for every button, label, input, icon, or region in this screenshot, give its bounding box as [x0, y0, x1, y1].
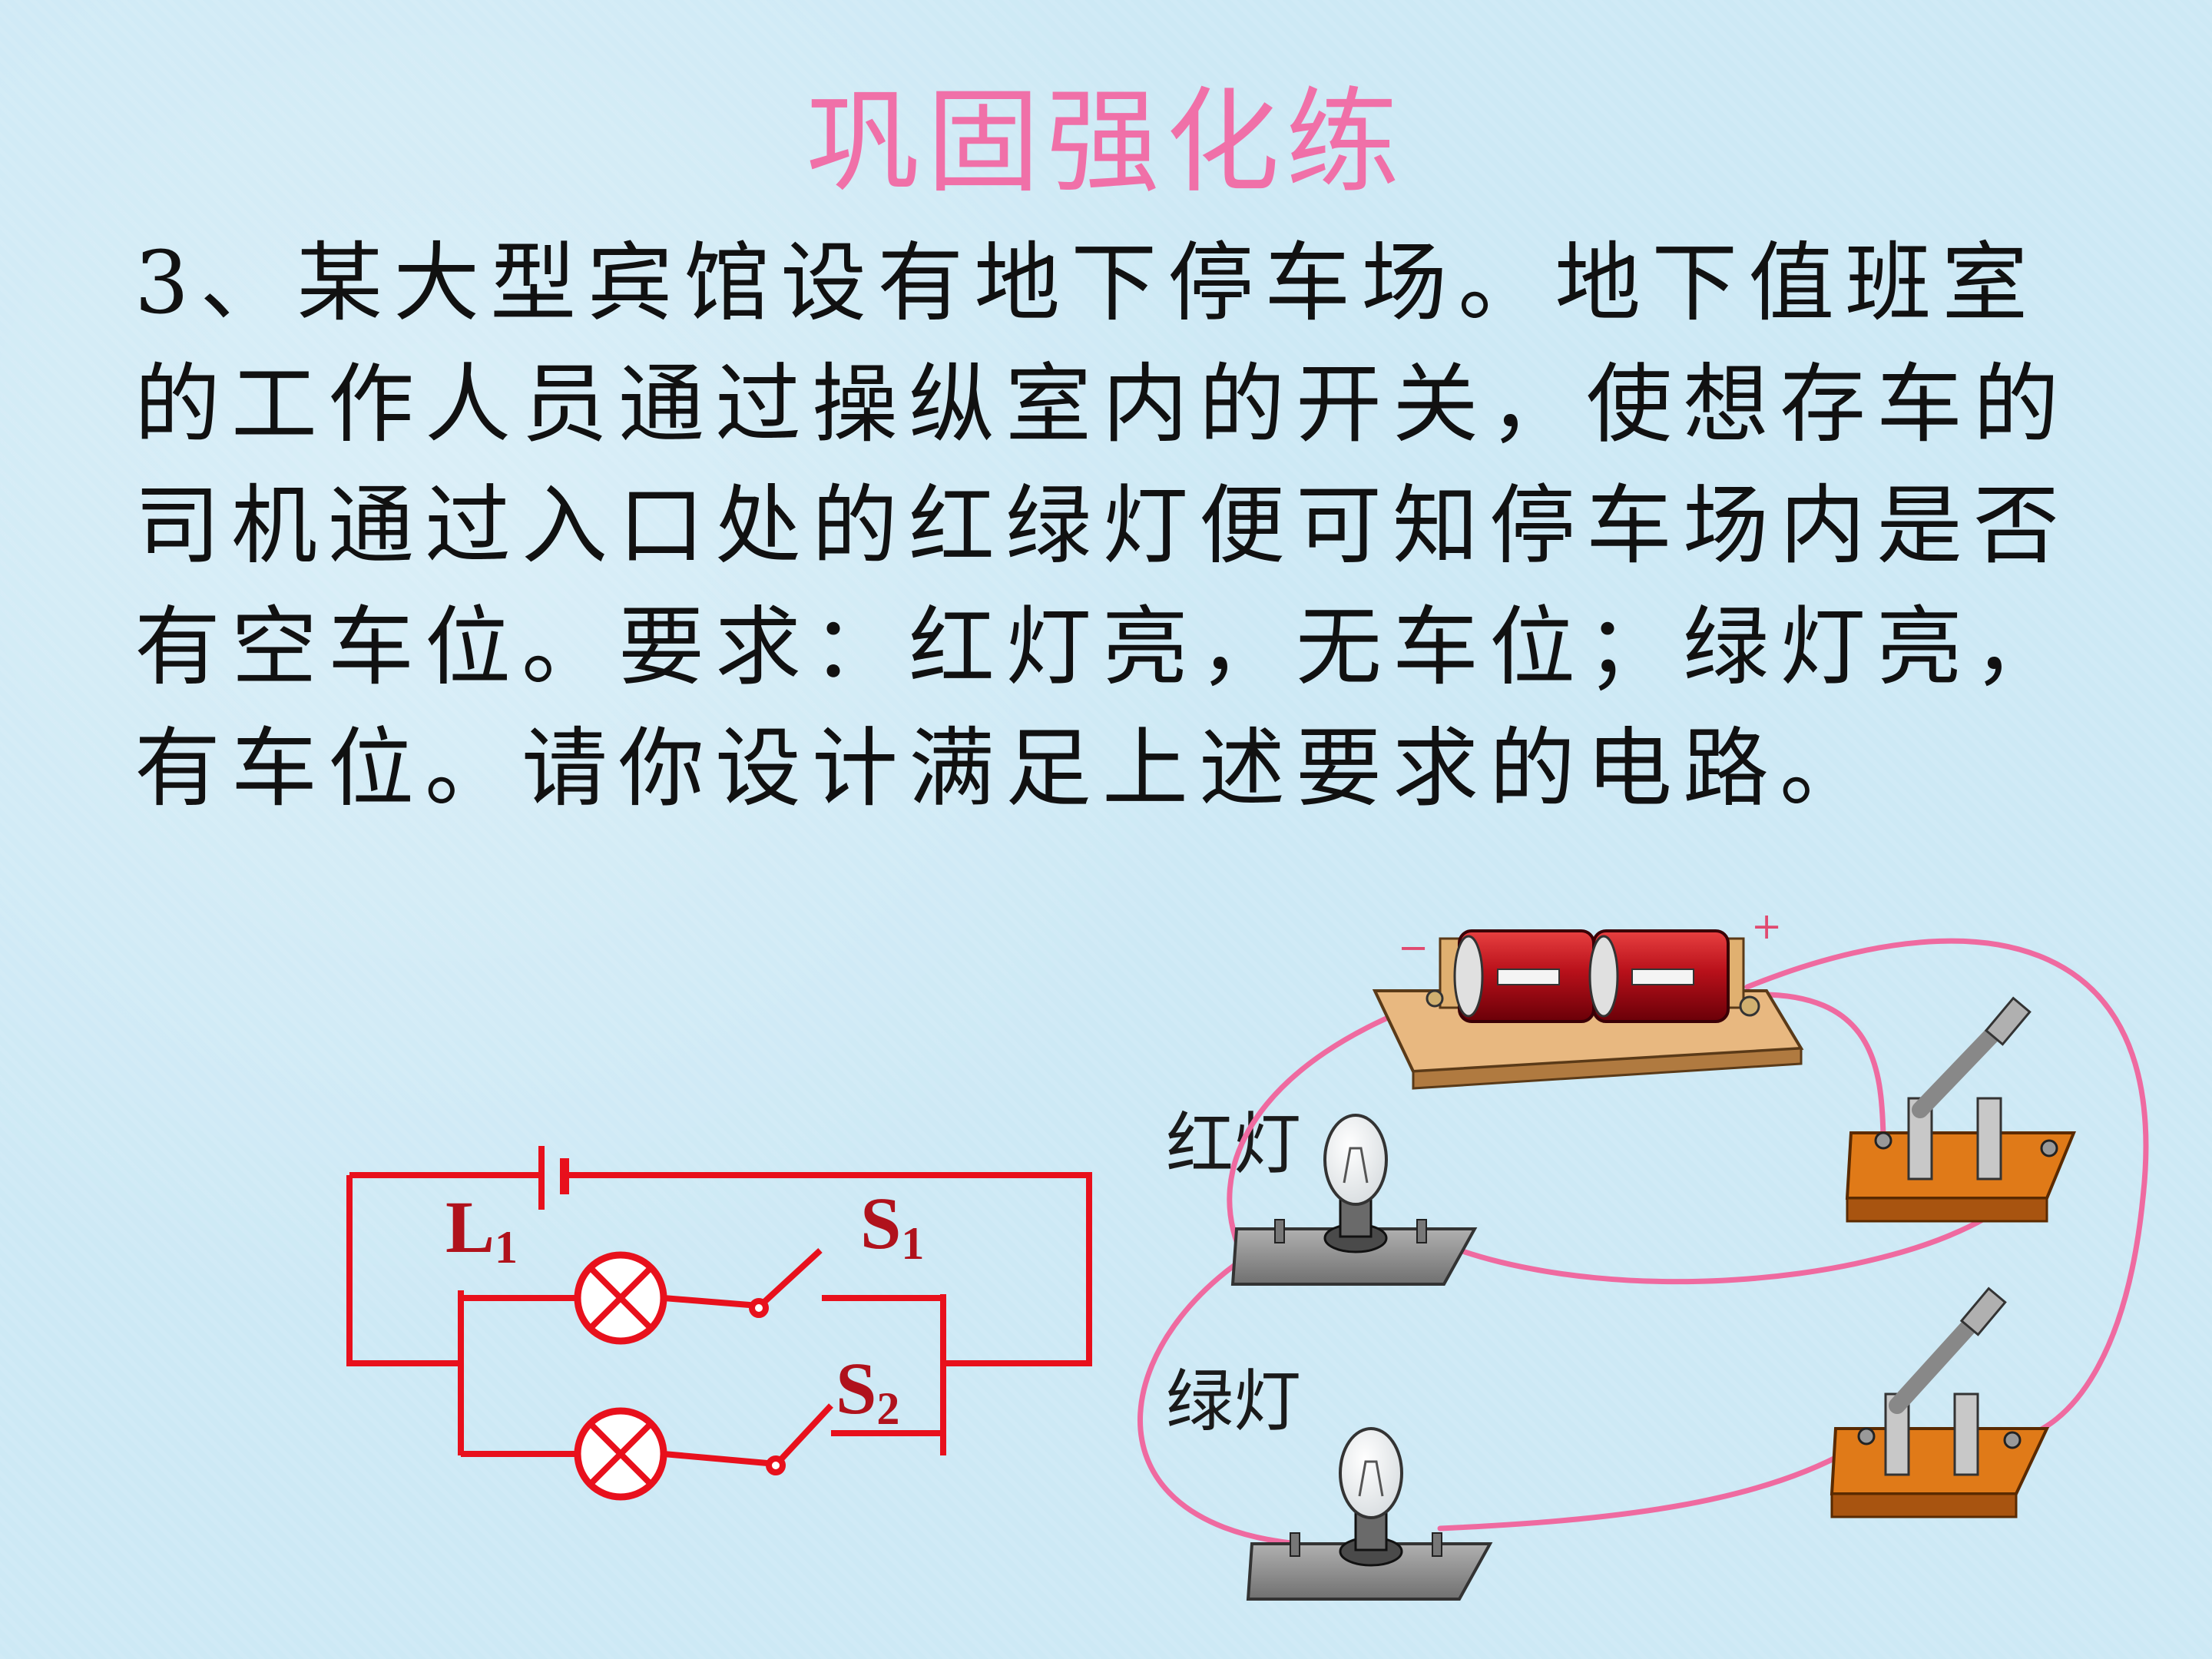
schematic-circuit — [346, 1172, 1092, 1467]
schematic-lamp-label: L1 — [445, 1186, 518, 1273]
slide-title: 巩固强化练 — [806, 76, 1406, 208]
schematic-lamp-upper — [574, 1251, 667, 1345]
red-lamp-bulb — [1323, 1114, 1388, 1206]
schematic-switch-1 — [749, 1248, 823, 1318]
red-lamp-fixture — [1230, 1114, 1478, 1286]
wire-red-lamp-to-green-lamp — [1137, 1233, 1301, 1547]
green-lamp-label: 绿灯 — [1166, 1362, 1302, 1441]
question-text: 3、某大型宾馆设有地下停车场。地下值班室的工作人员通过操纵室内的开关，使想存车的… — [134, 233, 2070, 819]
schematic-lower-wire-b — [663, 1451, 777, 1467]
knife-switch-1 — [1845, 996, 2076, 1223]
battery-plus-sign: + — [1751, 905, 1782, 948]
schematic-wire-top-right — [565, 1172, 1092, 1366]
knife-switch-2 — [1830, 1286, 2050, 1518]
green-lamp-fixture — [1246, 1427, 1493, 1601]
wire-battery-plus-to-switch2 — [1744, 938, 2149, 1443]
schematic-upper-wire-b — [663, 1295, 760, 1309]
battery-holder — [1372, 929, 1804, 1090]
schematic-switch-2 — [766, 1403, 833, 1475]
schematic-switch2-label: S2 — [836, 1347, 899, 1434]
schematic-battery — [538, 1146, 569, 1210]
battery-minus-sign: − — [1398, 926, 1429, 969]
schematic-lamp-lower — [574, 1407, 667, 1501]
schematic-wire-left — [346, 1175, 461, 1366]
wire-battery-to-switch1 — [1748, 992, 1886, 1140]
schematic-switch1-label: S1 — [860, 1182, 924, 1269]
wire-green-lamp-to-switch2 — [1437, 1437, 1869, 1532]
green-lamp-bulb — [1339, 1427, 1403, 1519]
